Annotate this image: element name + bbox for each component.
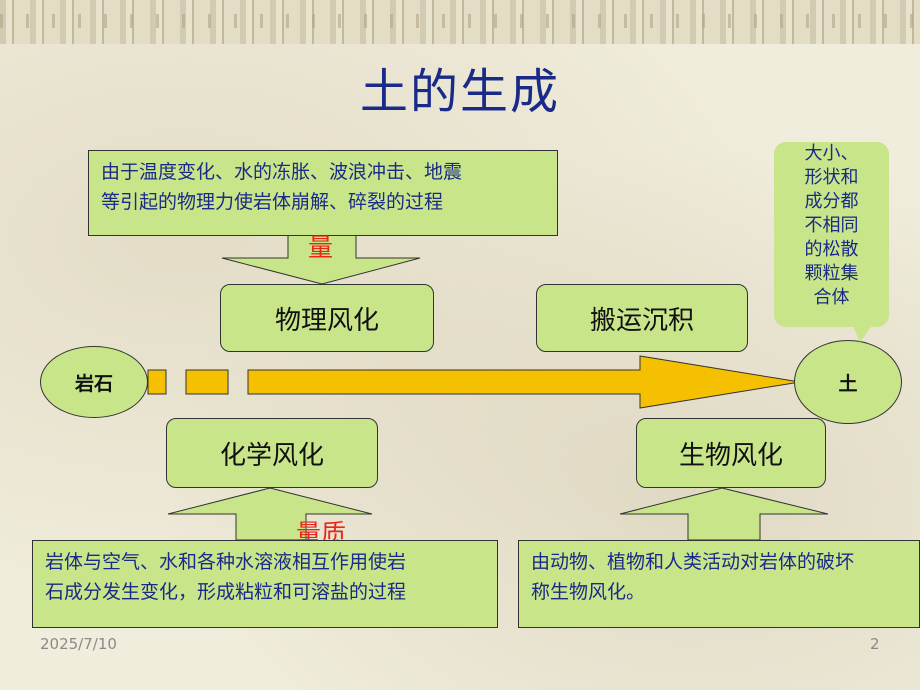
desc-line: 由动物、植物和人类活动对岩体的破坏: [531, 551, 855, 573]
rock-oval: 岩石: [40, 346, 148, 418]
desc-line: 等引起的物理力使岩体崩解、碎裂的过程: [101, 191, 444, 213]
callout-line: 不相同: [804, 215, 859, 236]
callout-line: 的松散: [804, 239, 859, 260]
transport-deposition-box: 搬运沉积: [536, 284, 748, 352]
soil-oval: 土: [794, 340, 902, 424]
callout-line: 成分都: [804, 191, 859, 212]
down-arrow-physical: [221, 231, 421, 285]
callout-line: 颗粒集: [804, 263, 859, 284]
footer-page-number: 2: [870, 635, 880, 653]
callout-line: 形状和: [804, 167, 859, 188]
callout-line: 合体: [813, 287, 850, 308]
desc-line: 石成分发生变化，形成粘粒和可溶盐的过程: [45, 581, 407, 603]
arrow-dash-1: [147, 369, 167, 395]
decorative-border: [0, 0, 920, 44]
quantity-label: 量: [308, 233, 334, 262]
physical-weathering-box: 物理风化: [220, 284, 434, 352]
callout-pointer: [850, 320, 876, 342]
biological-weathering-box: 生物风化: [636, 418, 826, 488]
soil-definition-callout: 大小、 形状和 成分都 不相同 的松散 颗粒集 合体: [774, 142, 889, 327]
chemical-weathering-box: 化学风化: [166, 418, 378, 488]
callout-line: 大小、: [804, 143, 859, 164]
chemical-weathering-description: 岩体与空气、水和各种水溶液相互作用使岩 石成分发生变化，形成粘粒和可溶盐的过程: [32, 540, 498, 628]
desc-line: 岩体与空气、水和各种水溶液相互作用使岩: [45, 551, 407, 573]
arrow-dash-2: [185, 369, 229, 395]
main-arrow: [247, 355, 801, 409]
biological-weathering-description: 由动物、植物和人类活动对岩体的破坏 称生物风化。: [518, 540, 920, 628]
desc-line: 由于温度变化、水的冻胀、波浪冲击、地震: [101, 161, 463, 183]
physical-weathering-description: 由于温度变化、水的冻胀、波浪冲击、地震 等引起的物理力使岩体崩解、碎裂的过程: [88, 150, 558, 236]
footer-date: 2025/7/10: [40, 635, 117, 653]
up-arrow-biological: [619, 487, 829, 541]
desc-line: 称生物风化。: [531, 581, 646, 603]
slide-title: 土的生成: [359, 64, 560, 120]
